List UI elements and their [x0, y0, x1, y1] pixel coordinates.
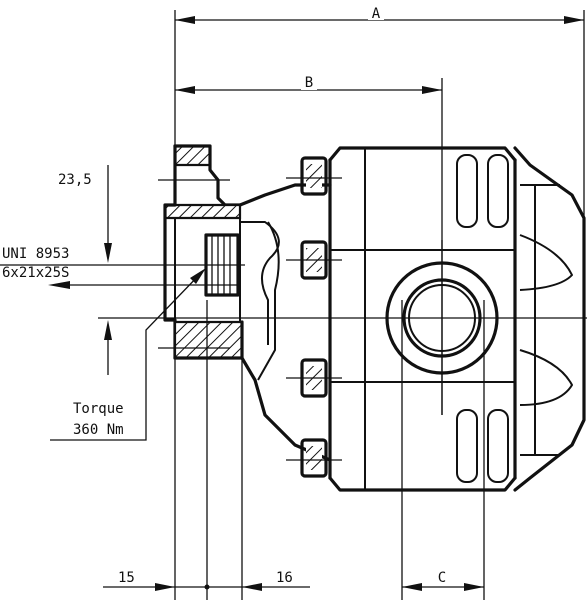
bolt-upper	[286, 240, 342, 280]
dimension-a-label: A	[372, 6, 381, 22]
dimension-a: A	[174, 6, 585, 600]
shaft-spec-callout: UNI 8953 6x21x25S	[0, 246, 245, 289]
rear-cover	[513, 146, 586, 492]
dimension-c: C	[401, 300, 485, 600]
pump-body	[328, 146, 517, 492]
mounting-flange	[158, 144, 244, 360]
torque-label: Torque	[73, 401, 124, 417]
dimension-flange-height-label: 23,5	[58, 172, 92, 188]
pump-neck	[238, 183, 332, 462]
shaft-spline-label: 6x21x25S	[2, 265, 69, 281]
shaft-standard-label: UNI 8953	[2, 246, 69, 262]
dimension-15-label: 15	[118, 570, 135, 586]
bolt-top	[286, 156, 342, 196]
pressure-port	[385, 240, 499, 415]
dimension-spigot: 15 16	[103, 300, 310, 600]
dimension-c-label: C	[438, 570, 446, 586]
drive-shaft	[204, 233, 240, 297]
dimension-flange-height: 23,5	[58, 165, 587, 375]
dimension-b-label: B	[305, 75, 313, 91]
bolt-heads	[286, 156, 342, 478]
bolt-lower	[286, 358, 342, 398]
bolt-bottom	[286, 438, 342, 478]
dimension-16-label: 16	[276, 570, 293, 586]
torque-value: 360 Nm	[73, 422, 124, 438]
